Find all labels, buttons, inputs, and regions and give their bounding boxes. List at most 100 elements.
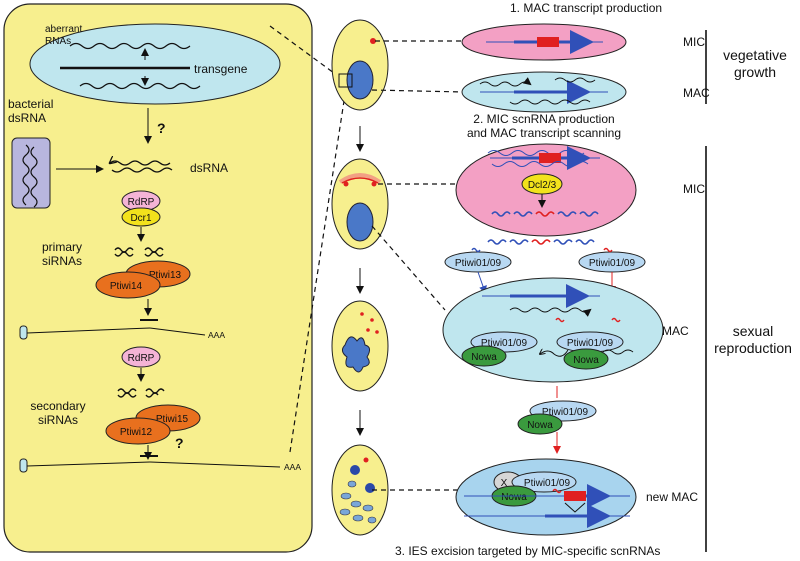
step-1-title: 1. MAC transcript production — [510, 1, 662, 15]
mac-2-nowa-b — [563, 348, 609, 370]
free-scnrna-2 — [509, 239, 529, 245]
cell-1-mac — [346, 60, 374, 100]
cell-3-dot-3 — [375, 330, 379, 334]
ptiwi0109-right-rna — [603, 247, 613, 253]
primary-sirna-2b — [144, 251, 164, 257]
excision-mark — [564, 502, 586, 513]
cell-4-fragment-3 — [362, 504, 374, 512]
cell-2-mac — [346, 202, 374, 242]
rdrp-1-label: RdRP — [128, 197, 155, 208]
new-mac-nowa-label: Nowa — [501, 492, 527, 503]
mac-2 — [442, 277, 664, 383]
cell-4-fragment-4 — [339, 508, 351, 516]
mac-2-nowa-a — [461, 345, 507, 367]
scnrna-b — [513, 211, 533, 217]
veg-txt-line-2: growth — [734, 64, 776, 80]
mac-2-transcript-b — [602, 349, 634, 355]
scnrna-c — [535, 211, 555, 217]
mac-2-ptiwi-a-label: Ptiwi01/09 — [481, 338, 528, 349]
mac-2-ptiwi-b-label: Ptiwi01/09 — [567, 338, 614, 349]
step2-txt-line-2: and MAC transcript scanning — [467, 126, 621, 140]
cell-3-dot-4 — [366, 328, 370, 332]
ptiwi0109-left-rna — [471, 247, 481, 253]
cell-3-dot-2 — [370, 318, 374, 322]
zoom-line-bottom — [289, 87, 347, 453]
cell-4-new-mac-b — [365, 483, 375, 493]
ptiwi13-label: Ptiwi13 — [149, 270, 182, 281]
mrna-1-left — [26, 327, 151, 334]
ptiwi0109-right-label: Ptiwi01/09 — [589, 258, 636, 269]
mac-2-arrow-back — [540, 350, 569, 357]
ptiwi0109-left-label: Ptiwi01/09 — [455, 258, 502, 269]
primary-sirna-1b — [114, 251, 134, 257]
free-scnrna-3 — [531, 239, 551, 245]
detail-column: 1. MAC transcript production MIC MAC 2. … — [395, 1, 710, 558]
cell-3-fragmented-mac — [341, 336, 371, 373]
sex-txt-line-1: sexual — [733, 323, 773, 339]
ptiwi12 — [105, 417, 171, 445]
secondary-txt-line-1: secondary — [30, 399, 85, 413]
cell-1-mic — [370, 38, 376, 44]
mac-1-transcript-3 — [554, 77, 596, 83]
ptiwi14-label: Ptiwi14 — [110, 281, 143, 292]
zoom-box — [338, 73, 353, 88]
mac-1-transcript-2 — [509, 99, 591, 105]
new-mac-ptiwi — [511, 471, 577, 493]
cap-1 — [19, 325, 28, 340]
sex-txt-line-2: reproduction — [714, 340, 792, 356]
new-mac-scnrna — [552, 488, 562, 494]
new-mac-ies — [564, 491, 586, 501]
bacterial-dsrna-strand-1 — [22, 144, 30, 206]
mac-2-nowa-a-label: Nowa — [471, 352, 497, 363]
question-mark-2: ? — [175, 435, 184, 451]
new-mac-label: new MAC — [646, 490, 698, 504]
dcr1 — [121, 207, 161, 227]
cell-3-dot-1 — [360, 312, 364, 316]
dcl23-label: Dcl2/3 — [528, 180, 557, 191]
mac-2-scnrna-red-2 — [611, 317, 621, 323]
dcr1-label: Dcr1 — [130, 213, 152, 224]
scnrna-e — [579, 211, 599, 217]
rdrp-2-label: RdRP — [128, 353, 155, 364]
mac-2-transcript — [509, 307, 592, 317]
dsrna-strand-bottom — [111, 167, 173, 173]
cell-4-fragment-2 — [350, 500, 362, 508]
cell-2-meiosis-glow — [338, 173, 382, 184]
mrna-2-left — [26, 461, 151, 467]
mac-2-label: MAC — [662, 324, 689, 338]
mic-1-label: MIC — [683, 35, 705, 49]
mac-1-label: MAC — [683, 86, 710, 100]
new-mac-ptiwi-label: Ptiwi01/09 — [524, 478, 571, 489]
cell-4-fragment-1 — [340, 492, 352, 500]
primary-txt-line-2: siRNAs — [42, 254, 82, 268]
cell-4-fragment-7 — [347, 480, 357, 488]
cell-4-new-mac-a — [350, 465, 360, 475]
bacterial-dsrna-strand-2 — [30, 146, 38, 208]
cell-4-fragment-5 — [352, 514, 364, 522]
step2-txt-line-1: 2. MIC scnRNA production — [473, 112, 614, 126]
mic-1-ies — [537, 37, 559, 47]
conn-mac-2 — [371, 225, 446, 311]
cell-4-fragment-6 — [367, 516, 377, 524]
aaa-2: AAA — [284, 462, 301, 472]
new-mac — [455, 458, 637, 536]
mic-2-scnrnas — [491, 211, 599, 217]
mac-2-scnrna-red — [555, 317, 565, 323]
veg-txt-line-1: vegetative — [723, 47, 787, 63]
rdrp-2 — [121, 346, 161, 368]
aberrant-txt-line-1: aberrant — [45, 24, 82, 35]
primary-txt-line-1: primary — [42, 240, 82, 254]
cell-2-mic-a — [343, 181, 349, 187]
mic-2-ies — [539, 153, 561, 163]
x-protein-label: X — [501, 478, 508, 489]
cell-2-meiosis — [341, 177, 379, 184]
mic-2-label: MIC — [683, 182, 705, 196]
